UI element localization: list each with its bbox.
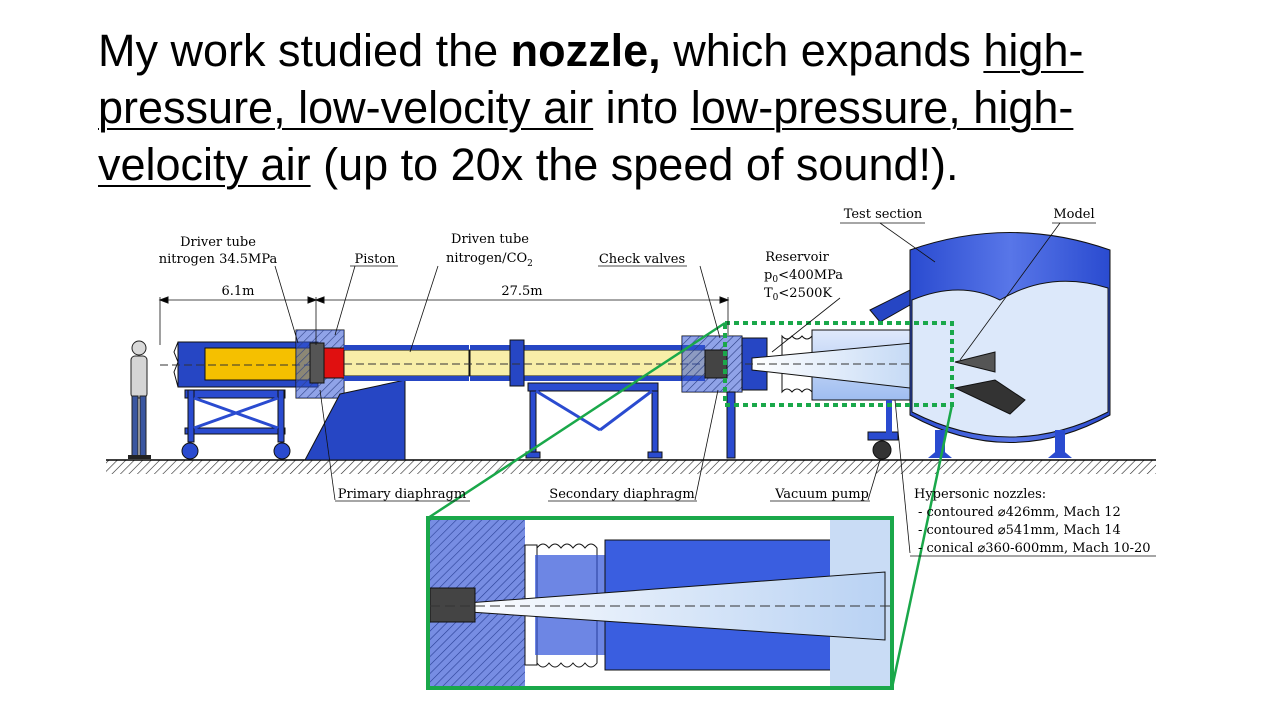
driven-stand	[525, 382, 663, 459]
vacuum-pump	[867, 400, 899, 460]
label-driven-gas: nitrogen/CO2	[446, 251, 533, 269]
title-underline-2: low-pressure, high-velocity air	[98, 82, 1074, 190]
label-test-section: Test section	[844, 207, 923, 222]
nozzle-zoom-inset	[426, 516, 894, 690]
label-driven-tube: Driven tube	[451, 232, 529, 247]
nozzle-highlight-box	[723, 321, 954, 407]
driver-tube	[160, 341, 320, 388]
label-driven-gas-sub: 2	[527, 259, 533, 269]
label-p-val: <400MPa	[778, 268, 843, 283]
label-dim-driver: 6.1m	[221, 284, 254, 299]
test-section-tank	[869, 232, 1111, 458]
slide-title: My work studied the nozzle, which expand…	[98, 22, 1198, 193]
label-model: Model	[1053, 207, 1094, 222]
label-t-val: <2500K	[778, 286, 832, 301]
label-reservoir: Reservoir	[765, 250, 829, 265]
zoom-line-left	[427, 321, 726, 520]
dimension-lines	[158, 296, 730, 345]
leader-lines	[274, 222, 1061, 554]
piston-assembly	[295, 329, 346, 399]
label-nozzle-3: - conical ⌀360-600mm, Mach 10-20	[918, 541, 1151, 556]
diagram-labels: Driver tube nitrogen 34.5MPa Piston Driv…	[159, 207, 1156, 557]
label-primary-diaphragm: Primary diaphragm	[338, 487, 466, 502]
label-p: p	[764, 268, 772, 283]
label-p-sub: 0	[772, 275, 778, 285]
ground	[106, 459, 1156, 474]
person-figure	[128, 340, 151, 459]
label-t-sub: 0	[773, 293, 779, 303]
label-reservoir-temp: T0<2500K	[764, 286, 832, 303]
label-vacuum-pump: Vacuum pump	[774, 487, 869, 502]
label-hypersonic-nozzles: Hypersonic nozzles:	[914, 487, 1046, 502]
label-t: T	[764, 286, 773, 301]
label-check-valves: Check valves	[599, 252, 685, 267]
driver-stand	[181, 389, 291, 460]
label-dim-driven: 27.5m	[501, 284, 542, 299]
label-nozzle-2: - contoured ⌀541mm, Mach 14	[918, 523, 1121, 538]
label-secondary-diaphragm: Secondary diaphragm	[549, 487, 694, 502]
driven-tube	[343, 339, 706, 387]
label-driver-tube: Driver tube	[180, 235, 256, 250]
title-text-2: which expands	[660, 25, 984, 76]
piston-support	[304, 379, 406, 461]
title-bold-nozzle: nozzle,	[510, 25, 661, 76]
title-text-1: My work studied the	[98, 25, 511, 76]
title-text-4: (up to 20x the speed of sound!).	[310, 139, 959, 190]
title-underline-1: high-pressure, low-velocity air	[98, 25, 1084, 133]
label-piston: Piston	[355, 252, 397, 267]
label-nozzle-1: - contoured ⌀426mm, Mach 12	[918, 505, 1121, 520]
title-text-3: into	[593, 82, 691, 133]
label-reservoir-pressure: p0<400MPa	[764, 268, 843, 285]
label-driver-gas: nitrogen 34.5MPa	[159, 252, 278, 267]
zoom-line-right	[890, 404, 954, 689]
label-driven-gas-main: nitrogen/CO	[446, 251, 527, 266]
